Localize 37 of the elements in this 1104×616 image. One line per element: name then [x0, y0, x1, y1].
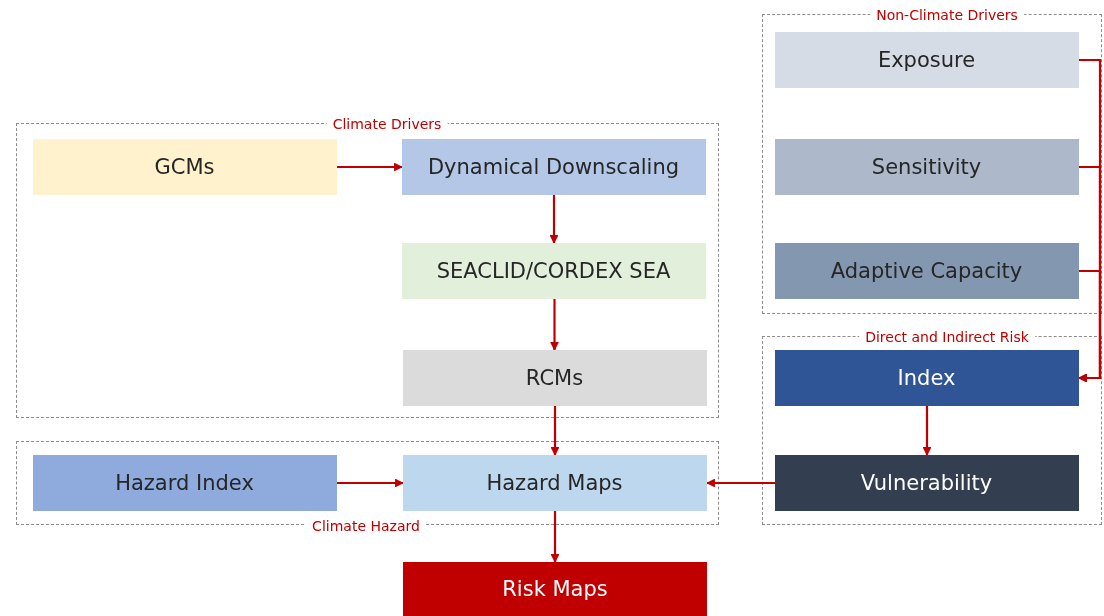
box-label: Index	[897, 365, 956, 390]
group-heading: Direct and Indirect Risk	[859, 329, 1035, 345]
process-box	[774, 242, 1079, 299]
process-box	[774, 454, 1079, 511]
process-box	[401, 138, 706, 195]
process-box	[774, 31, 1079, 88]
group-heading: Climate Hazard	[306, 518, 426, 534]
arrow	[550, 406, 560, 456]
box-label: SEACLID/CORDEX SEA	[436, 258, 671, 283]
box-label: RCMs	[525, 365, 584, 390]
arrow	[337, 162, 403, 172]
arrow	[337, 478, 404, 488]
arrow	[550, 511, 560, 563]
box-label: Dynamical Downscaling	[427, 154, 680, 179]
process-box	[402, 349, 707, 406]
box-label: Risk Maps	[502, 577, 608, 601]
arrow	[922, 406, 932, 456]
process-box	[774, 349, 1079, 406]
arrow	[549, 195, 559, 244]
box-label: Sensitivity	[871, 154, 982, 179]
box-label: Vulnerability	[860, 470, 993, 495]
box-label: Adaptive Capacity	[830, 258, 1023, 283]
group-heading: Non-Climate Drivers	[870, 7, 1024, 23]
box-label: Hazard Maps	[486, 470, 623, 495]
arrow	[706, 478, 775, 488]
process-box	[401, 242, 706, 299]
process-box	[32, 138, 337, 195]
process-box	[403, 562, 707, 616]
process-box	[402, 454, 707, 511]
group-heading: Climate Drivers	[326, 116, 448, 132]
box-label: Hazard Index	[115, 470, 254, 495]
process-box	[32, 454, 337, 511]
process-box	[774, 138, 1079, 195]
box-label: Exposure	[877, 47, 976, 72]
arrow	[550, 299, 559, 351]
box-label: GCMs	[154, 154, 215, 179]
arrow	[1078, 269, 1102, 383]
